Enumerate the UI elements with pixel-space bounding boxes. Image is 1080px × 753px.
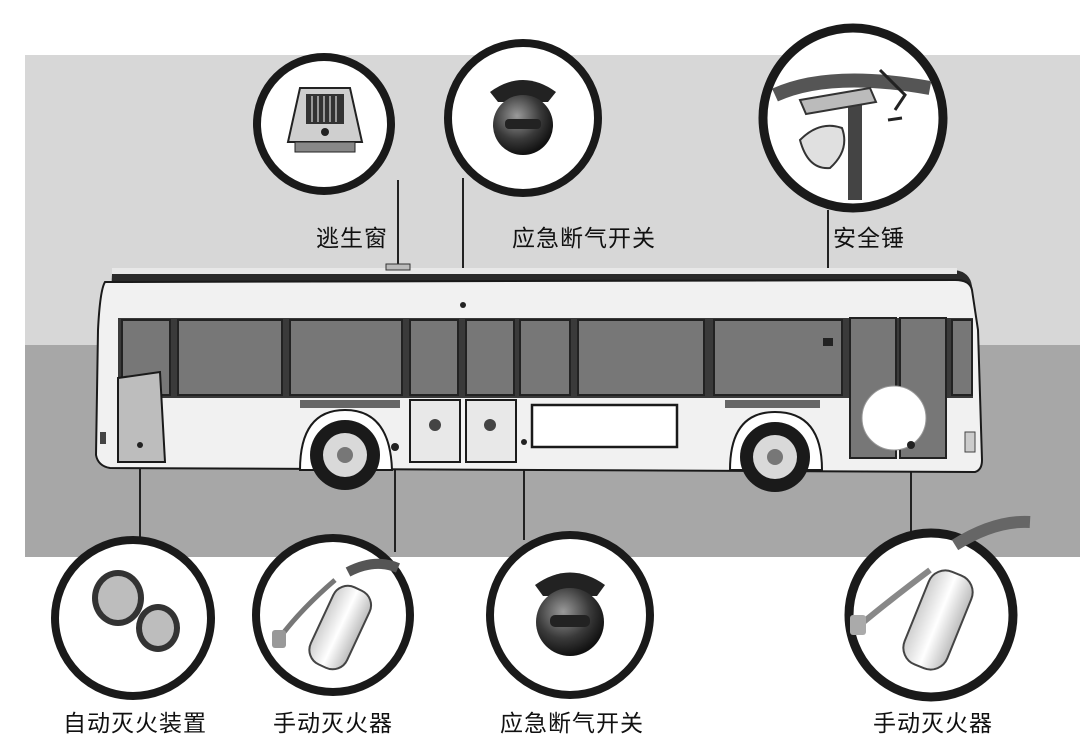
- bus-side-panel: [530, 403, 679, 449]
- bus-rear-marker: [861, 385, 927, 451]
- callout-escape-window: [253, 53, 395, 195]
- window: [465, 319, 515, 396]
- window: [289, 319, 403, 396]
- marker-dot: [907, 441, 915, 449]
- door-panel: [465, 399, 517, 463]
- door-button: [484, 419, 496, 431]
- rear-light: [964, 431, 976, 453]
- door-button: [429, 419, 441, 431]
- label-extinguisher-mid: 手动灭火器: [273, 711, 393, 737]
- valve-knob-icon: [535, 572, 605, 656]
- window: [951, 319, 973, 396]
- window: [519, 319, 571, 396]
- roof-hatch: [385, 263, 411, 271]
- sprinkler-nozzle-icon: [92, 570, 180, 652]
- bus-roof-top-strip: [112, 268, 957, 274]
- marker-dot: [460, 302, 466, 308]
- callout-extinguisher-right: [844, 515, 1031, 702]
- window: [577, 319, 705, 396]
- label-air-switch-top: 应急断气开关: [512, 226, 656, 252]
- window: [177, 319, 283, 396]
- roof-vent-icon: [286, 87, 364, 153]
- rear-wheel: [740, 422, 810, 492]
- bus-stripe: [725, 400, 820, 408]
- callout-air-switch-bottom: [486, 531, 654, 699]
- callout-auto-fire: [51, 536, 215, 700]
- window: [713, 319, 843, 396]
- front-wheel: [310, 420, 380, 490]
- callout-extinguisher-mid: [252, 534, 414, 696]
- window: [409, 319, 459, 396]
- label-extinguisher-right: 手动灭火器: [873, 711, 993, 737]
- label-safety-hammer: 安全锤: [833, 226, 905, 252]
- bus-stripe: [300, 400, 400, 408]
- valve-knob-icon: [490, 80, 556, 155]
- front-light: [100, 432, 106, 444]
- safety-hammer-icon: [772, 68, 932, 200]
- bus: [94, 263, 984, 492]
- bus-front-door: [117, 370, 167, 463]
- label-air-switch-bottom: 应急断气开关: [500, 711, 644, 737]
- callout-safety-hammer: [758, 23, 948, 213]
- marker-dot: [521, 439, 527, 445]
- fire-extinguisher-icon: [272, 558, 400, 671]
- marker-dot: [391, 443, 399, 451]
- marker-dot: [137, 442, 143, 448]
- fire-extinguisher-icon: [850, 515, 1031, 671]
- callout-air-switch-top: [444, 39, 602, 197]
- marker-box: [823, 338, 833, 346]
- label-auto-fire: 自动灭火装置: [63, 711, 207, 737]
- label-escape-window: 逃生窗: [316, 226, 388, 252]
